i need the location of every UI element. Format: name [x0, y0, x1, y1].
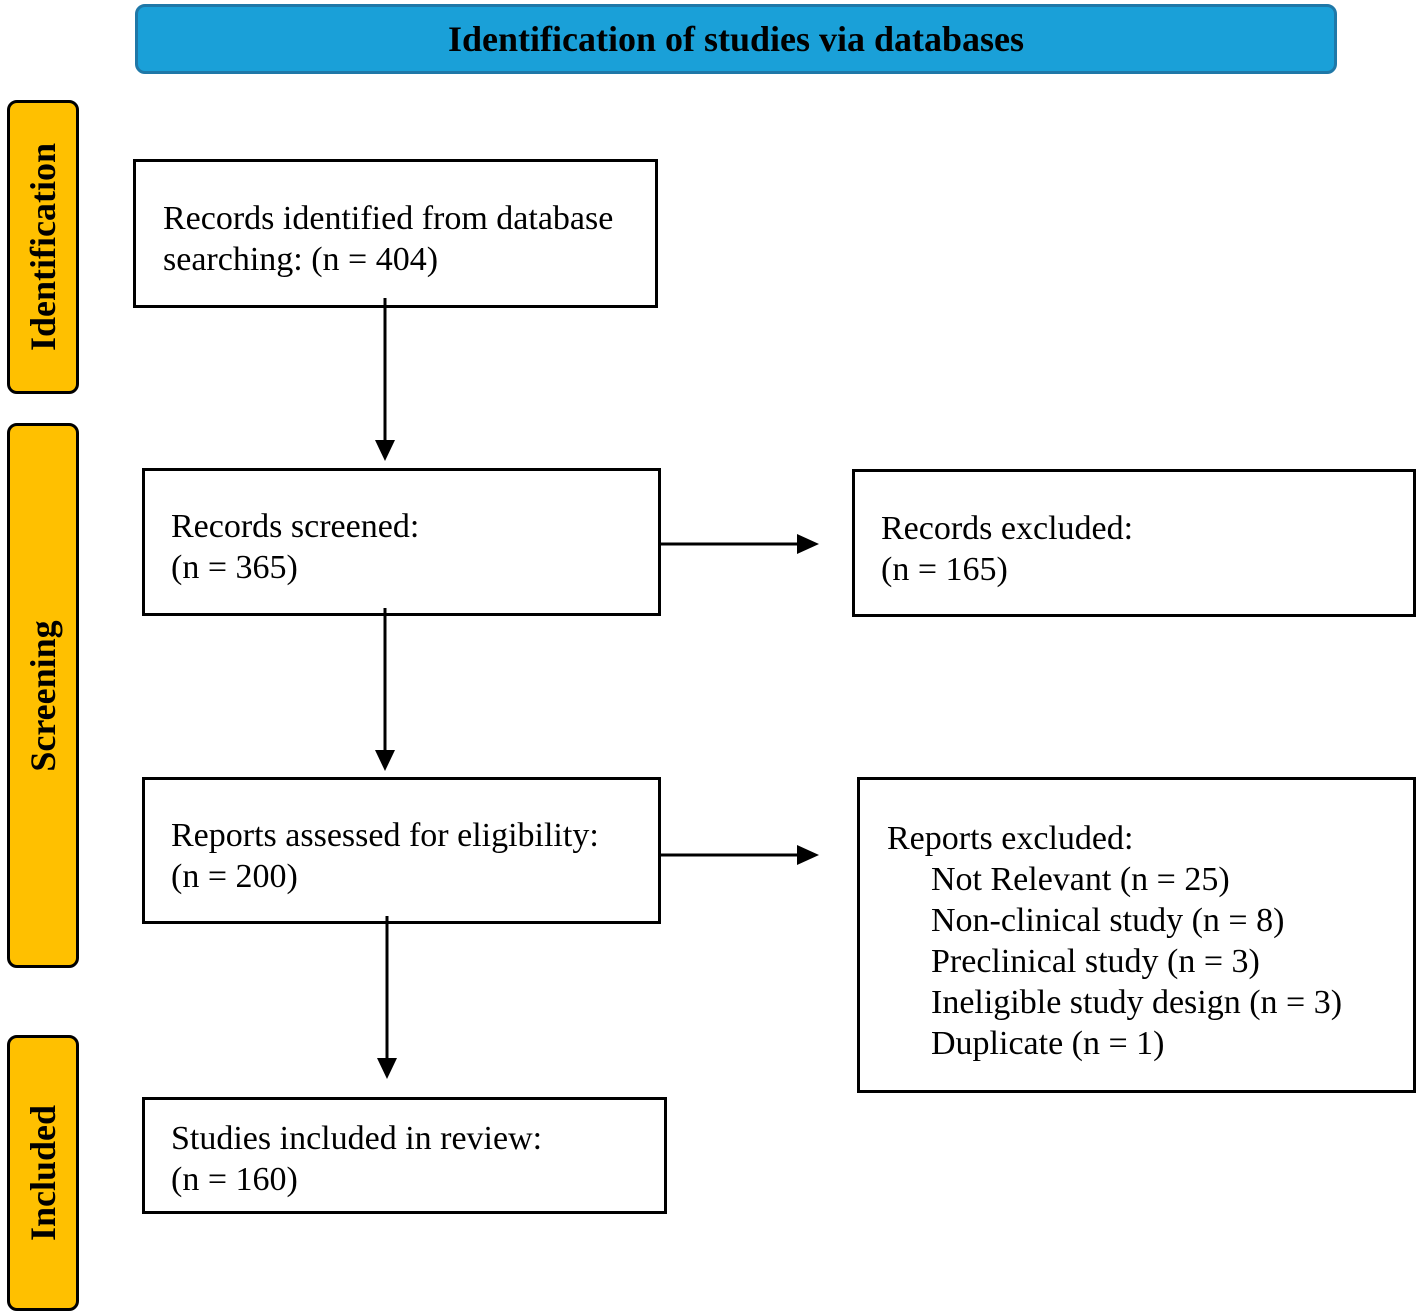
stage-identification: Identification — [7, 100, 79, 394]
arrowhead-down-2 — [375, 750, 395, 771]
records-screened-line1: Records screened: — [171, 508, 420, 545]
records-identified-box: Records identified from database searchi… — [133, 159, 658, 308]
reports-assessed-line1: Reports assessed for eligibility: — [171, 817, 599, 854]
records-excluded-line2: (n = 165) — [881, 551, 1008, 588]
reports-excluded-box: Reports excluded: Not Relevant (n = 25) … — [857, 777, 1416, 1093]
studies-included-line1: Studies included in review: — [171, 1120, 543, 1157]
arrowhead-down-1 — [375, 440, 395, 461]
records-screened-box: Records screened: (n = 365) — [142, 468, 661, 616]
reports-excluded-title: Reports excluded: — [887, 820, 1134, 857]
exclusion-reason: Non-clinical study (n = 8) — [931, 902, 1285, 939]
studies-included-box: Studies included in review: (n = 160) — [142, 1097, 667, 1214]
records-screened-line2: (n = 365) — [171, 549, 298, 586]
header-title: Identification of studies via databases — [447, 19, 1025, 59]
arrowhead-right-1 — [797, 534, 819, 554]
header-banner: Identification of studies via databases — [135, 4, 1337, 74]
exclusion-reason: Duplicate (n = 1) — [931, 1025, 1165, 1062]
records-identified-line2: searching: (n = 404) — [163, 241, 439, 278]
arrowhead-right-2 — [797, 845, 819, 865]
records-excluded-line1: Records excluded: — [881, 510, 1134, 547]
records-excluded-box: Records excluded: (n = 165) — [852, 469, 1416, 617]
reports-assessed-line2: (n = 200) — [171, 858, 298, 895]
exclusion-reason: Not Relevant (n = 25) — [931, 861, 1230, 898]
exclusion-reason: Preclinical study (n = 3) — [931, 943, 1260, 980]
arrowhead-down-3 — [377, 1058, 397, 1079]
exclusion-reason: Ineligible study design (n = 3) — [931, 984, 1343, 1021]
stage-screening: Screening — [7, 423, 79, 968]
stage-included: Included — [7, 1035, 79, 1311]
records-identified-line1: Records identified from database — [163, 200, 614, 237]
studies-included-line2: (n = 160) — [171, 1161, 298, 1198]
reports-assessed-box: Reports assessed for eligibility: (n = 2… — [142, 777, 661, 924]
